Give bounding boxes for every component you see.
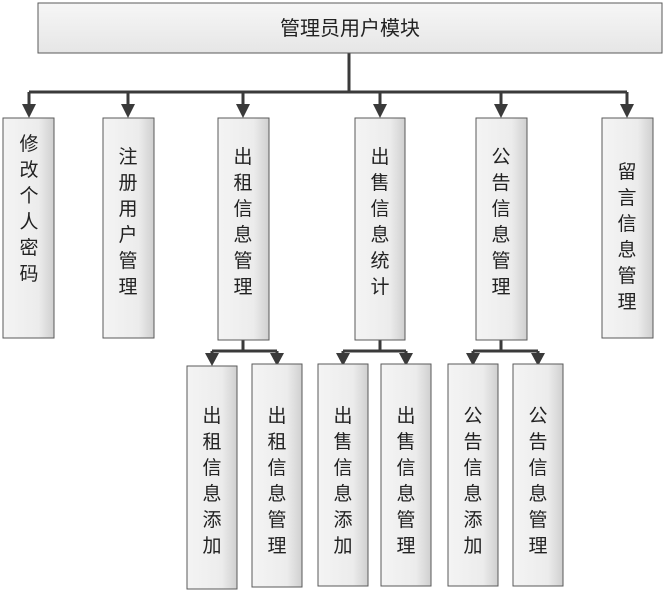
arrowhead-s4 [399,353,413,366]
arrowhead-m3 [236,104,250,118]
module-node-label: 出租信息管理 [233,146,252,298]
module-node: 出租信息管理 [217,117,270,341]
root-node: 管理员用户模块 [37,2,663,54]
root-node-label: 管理员用户模块 [280,16,420,40]
arrowhead-m5 [494,104,508,118]
submodule-node: 出售信息添加 [317,363,369,587]
arrowhead-s6 [531,353,545,366]
module-node: 注册用户管理 [102,117,155,339]
arrowhead-s5 [466,353,480,366]
submodule-node: 公告信息管理 [512,363,564,587]
submodule-node-label: 出售信息管理 [396,405,415,557]
edges [22,53,634,366]
module-node: 留言信息管理 [601,117,654,339]
module-node-label: 注册用户管理 [118,146,137,298]
module-node-label: 出售信息统计 [370,146,389,298]
module-node-label: 修改个人密码 [19,133,38,285]
submodule-node-label: 出租信息添加 [202,405,221,557]
arrowhead-m2 [121,104,135,118]
arrowhead-m1 [22,104,36,118]
arrowhead-s2 [270,353,284,366]
submodule-nodes: 出租信息添加 出租信息管理 出售信息添加 出售信息管理 公告信息添加 公告信息管… [186,363,564,590]
submodule-node-label: 公告信息添加 [463,405,482,557]
arrowhead-m6 [620,104,634,118]
module-node-label: 留言信息管理 [617,161,636,313]
submodule-node: 出租信息添加 [186,365,238,590]
submodule-node: 出租信息管理 [251,363,303,588]
arrowhead-m4 [373,104,387,118]
module-nodes: 修改个人密码 注册用户管理 出租信息管理 出售信息统计 公告信息管理 留言信息管… [2,117,654,341]
submodule-node-label: 公告信息管理 [528,405,547,557]
submodule-node: 出售信息管理 [380,363,432,587]
submodule-node: 公告信息添加 [447,363,499,587]
submodule-node-label: 出售信息添加 [333,405,352,557]
module-node: 修改个人密码 [2,117,55,339]
module-node-label: 公告信息管理 [491,146,510,298]
arrowhead-s3 [336,353,350,366]
module-node: 公告信息管理 [475,117,528,341]
submodule-node-label: 出租信息管理 [267,405,286,557]
arrowhead-s1 [205,353,219,366]
module-node: 出售信息统计 [354,117,406,341]
